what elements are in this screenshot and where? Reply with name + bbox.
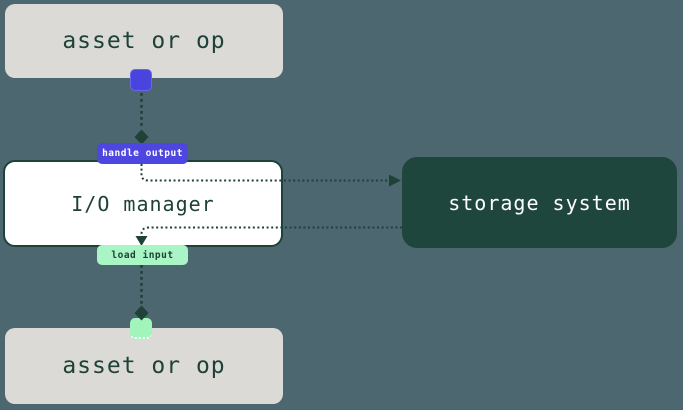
storage-system-node: storage system — [402, 157, 677, 248]
io-manager-label: I/O manager — [71, 191, 215, 216]
input-port-square — [130, 318, 152, 339]
storage-system-label: storage system — [448, 190, 631, 215]
load-input-badge: load input — [97, 245, 188, 265]
output-port-square — [130, 69, 152, 91]
asset-or-op-node-bottom: asset or op — [5, 328, 283, 404]
load-input-label: load input — [111, 249, 174, 261]
arrowhead-into-storage — [389, 174, 401, 187]
asset-or-op-label-bottom: asset or op — [62, 353, 226, 379]
io-manager-node: I/O manager — [3, 160, 283, 247]
asset-or-op-label-top: asset or op — [62, 28, 226, 54]
handle-output-label: handle output — [102, 148, 183, 159]
handle-output-badge: handle output — [97, 143, 188, 164]
asset-or-op-node-top: asset or op — [5, 4, 283, 78]
